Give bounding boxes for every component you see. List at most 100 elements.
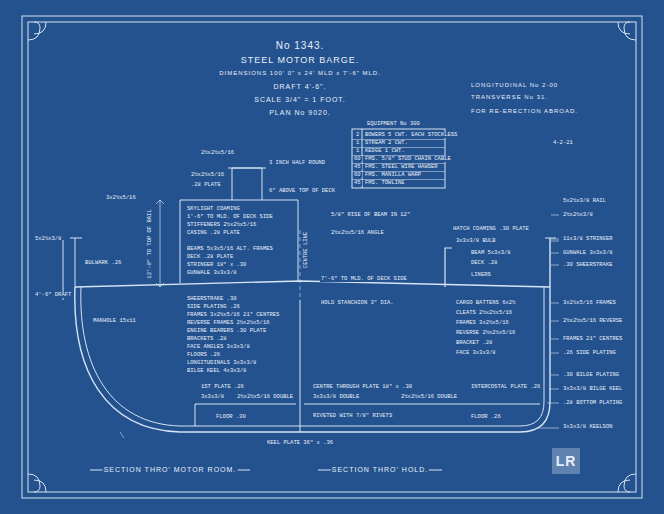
title-block-text: TRANSVERSE No 31. — [470, 94, 549, 101]
scantling-note: 1 — [355, 148, 360, 154]
table-rule — [362, 129, 363, 188]
scantling-note: 7'-6" TO MLD. OF DECK SIDE — [320, 276, 408, 282]
frame-line — [81, 287, 544, 426]
scantling-note: LONGITUDINALS 3x3x3/8 — [186, 360, 257, 366]
inner-border — [28, 22, 636, 492]
scantling-note: RIVETED WITH 7/8" RIVETS — [312, 413, 393, 419]
scantling-note: MANHOLE 15x11 — [92, 318, 137, 324]
scantling-note: SHEERSTRAKE .30 — [186, 296, 238, 302]
scantling-note: 3x3x3/8 BULB — [455, 238, 497, 244]
scantling-note: 2½x2½x5/16 — [200, 150, 235, 156]
centre-through-plate — [300, 300, 301, 432]
scantling-note: STREAM 2 CWT. — [364, 140, 409, 146]
scantling-note: 11x3/8 STRINGER — [562, 236, 614, 242]
scantling-note: FMS. MANILLA WARP — [364, 172, 422, 178]
scantling-note: 5x2½x3/8 — [34, 236, 62, 242]
scantling-note: SIDE PLATING .26 — [186, 304, 241, 310]
scantling-note: .30 SHEERSTRAKE — [562, 262, 614, 268]
watermark-box — [552, 448, 580, 474]
scantling-note: GUNWALE 3x3x3/8 — [562, 250, 614, 256]
scantling-note: FMS. TOWLINE — [364, 180, 406, 186]
skylight — [228, 168, 266, 200]
scantling-note: FLOOR .30 — [215, 414, 247, 420]
scantling-note: SKYLIGHT COAMING — [186, 206, 241, 212]
corner-curl — [28, 474, 46, 492]
scantling-note: KEDGE 1 CWT. — [364, 148, 406, 154]
scantling-note: SECTION THRO' MOTOR ROOM. — [103, 466, 238, 474]
scantling-note: 4-2-21 — [552, 140, 574, 146]
scantling-note: 2½x2½x3/8 — [562, 212, 594, 218]
scantling-note: 60 — [353, 172, 362, 178]
scantling-note: .30 BILGE PLATING — [562, 372, 620, 378]
scantling-note: 2½x2½x5/16 DOUBLE — [236, 394, 294, 400]
scantling-note: BEAM 5x3x3/8 — [470, 250, 512, 256]
scantling-note: SECTION THRO' HOLD. — [331, 466, 429, 474]
scantling-note: BOWERS 5 CWT. EACH STOCKLESS — [364, 132, 458, 138]
scantling-note: 4'-6" DRAFT — [34, 292, 72, 298]
scantling-note: .28 BOTTOM PLATING — [562, 400, 623, 406]
scantling-note: .28 PLATE — [190, 182, 222, 188]
deck-line — [75, 281, 550, 287]
scantling-note: BRACKETS .28 — [186, 336, 228, 342]
scantling-note: LINERS — [470, 272, 492, 278]
bulwark-left — [63, 238, 82, 300]
scantling-note: FRAMES 21" CENTRES — [562, 336, 623, 342]
scantling-note: BILGE KEEL 4x3x3/8 — [186, 368, 247, 374]
centre-line — [300, 230, 301, 298]
scantling-note: 45 — [353, 164, 362, 170]
scantling-note: GUNWALE 3x3x3/8 — [186, 270, 238, 276]
scantling-note: ENGINE BEARERS .30 PLATE — [186, 328, 267, 334]
title-block-text: LONGITUDINAL No 2-00 — [470, 82, 559, 89]
outer-border — [22, 16, 642, 498]
scantling-note: BEAMS 5x3x5/16 ALT. FRAMES — [186, 246, 274, 252]
hatch-coaming — [445, 248, 452, 287]
scantling-note: FRAMES 3x2½x5/16 — [455, 320, 510, 326]
scantling-note: 3x2½x5/16 — [105, 195, 137, 201]
scantling-note: REVERSE FRAMES 2½x2½x5/16 — [186, 320, 271, 326]
scantling-note: .26 SIDE PLATING — [562, 350, 617, 356]
scantling-note: 5x2½x3/8 RAIL — [562, 198, 607, 204]
linework — [22, 16, 642, 498]
scantling-note: KEEL PLATE 36" x .36 — [266, 440, 334, 446]
scantling-note: REVERSE 2½x2½x5/16 — [455, 330, 516, 336]
scantling-note: 1ST PLATE .26 — [200, 384, 245, 390]
scantling-note: DECK .28 PLATE — [186, 254, 234, 260]
scantling-note: STIFFENERS 2½x2½x5/16 — [186, 222, 257, 228]
scantling-note: FLOORS .26 — [186, 352, 221, 358]
scantling-note: CENTRE LINE — [303, 231, 309, 269]
engine-casing — [180, 200, 298, 283]
scantling-note: 2 — [355, 132, 360, 138]
rail-right — [545, 238, 556, 239]
scantling-note: HATCH COAMING .30 PLATE — [452, 226, 530, 232]
scantling-note: DECK .28 — [470, 260, 498, 266]
scantling-note: CENTRE THROUGH PLATE 18" x .30 — [312, 384, 413, 390]
corner-curl — [28, 22, 46, 40]
corner-curl — [618, 22, 636, 40]
leader-line — [120, 215, 559, 438]
floors — [195, 404, 540, 426]
scantling-note: FMS. 5/8" STUD CHAIN CABLE — [364, 156, 452, 162]
scantling-note: 45 — [353, 180, 362, 186]
scantling-note: 2½x2½x5/16 — [190, 172, 225, 178]
scantling-note: 3x3x3/8 BILGE KEEL — [562, 386, 623, 392]
drawing-title: No 1343. — [275, 40, 326, 51]
title-block-text: PLAN No 9020. — [268, 109, 332, 117]
scantling-note: FRAMES 3x2½x5/16 21" CENTRES — [186, 312, 280, 318]
scantling-note: 2½x2½x5/16 REVERSE — [562, 318, 623, 324]
scantling-note: EQUIPMENT No 300 — [366, 121, 421, 127]
title-block-text: DRAFT 4'-6". — [272, 83, 327, 91]
scantling-note: CLEATS 2½x2½x5/16 — [455, 310, 513, 316]
scantling-note: 60 — [353, 156, 362, 162]
scantling-note: FLOOR .26 — [470, 414, 502, 420]
scantling-note: 5/8" RISE OF BEAM IN 12" — [330, 212, 411, 218]
scantling-note: 3x3x3/8 — [200, 394, 225, 400]
scantling-note: CASING .28 PLATE — [186, 230, 241, 236]
title-block-text: SCALE 3/4" = 1 FOOT. — [253, 96, 347, 104]
scantling-note: HOLD STANCHION 3" DIA. — [320, 300, 395, 306]
scantling-note: BRACKET .28 — [455, 340, 493, 346]
scantling-note: 2½x2½x5/16 ANGLE — [330, 230, 385, 236]
scantling-note: 2½x2½x5/16 DOUBLE — [400, 394, 458, 400]
scantling-note: BULWARK .26 — [84, 260, 122, 266]
